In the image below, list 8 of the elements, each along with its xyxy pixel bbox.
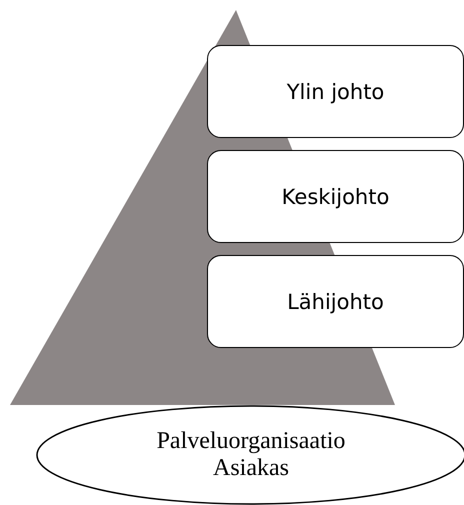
node-label: Keskijohto xyxy=(282,184,390,208)
node-label: Ylin johto xyxy=(286,80,384,104)
node-label: Asiakas xyxy=(213,455,289,482)
node-label: Lähijohto xyxy=(287,290,384,314)
level-box xyxy=(207,150,464,243)
node-label: Palveluorganisaatio xyxy=(156,428,346,455)
level-box xyxy=(207,45,464,138)
level-box xyxy=(207,255,464,348)
